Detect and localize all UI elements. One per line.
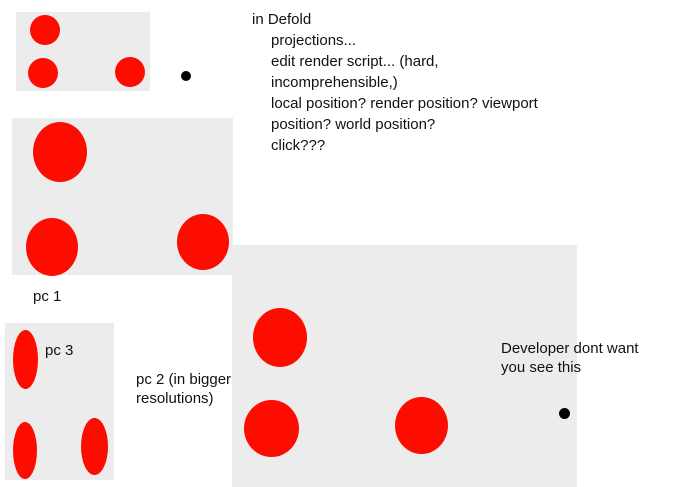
note-list: projections... edit render script... (ha… xyxy=(252,30,672,156)
note-line-projections: projections... xyxy=(271,32,357,49)
note-title: in Defold xyxy=(252,11,312,28)
label-pc2-line1: pc 2 (in bigger xyxy=(136,371,232,388)
label-pc1: pc 1 xyxy=(33,288,62,305)
marker-main-1 xyxy=(33,122,87,182)
marker-pc2-1 xyxy=(253,308,307,367)
label-developer-line1: Developer dont want xyxy=(501,340,639,357)
defold-note: in Defold projections... edit render scr… xyxy=(252,9,672,156)
cursor-dot-bottom xyxy=(559,408,570,419)
note-line-edit-render-script: edit render script... (hard, xyxy=(271,53,439,70)
note-line-world-position: position? world position? xyxy=(271,116,436,133)
label-pc3: pc 3 xyxy=(45,342,74,359)
label-developer-line2: you see this xyxy=(501,359,582,376)
note-line-click: click??? xyxy=(271,137,326,154)
marker-top-2 xyxy=(28,58,58,88)
note-line-local-position: local position? render position? viewpor… xyxy=(271,95,538,112)
marker-main-2 xyxy=(26,218,78,276)
marker-top-1 xyxy=(30,15,60,45)
marker-pc3-2 xyxy=(13,422,37,479)
marker-main-3 xyxy=(177,214,229,270)
cursor-dot-top xyxy=(181,71,191,81)
label-pc2-line2: resolutions) xyxy=(136,390,214,407)
marker-top-3 xyxy=(115,57,145,87)
marker-pc3-1 xyxy=(13,330,38,389)
marker-pc2-3 xyxy=(395,397,448,454)
marker-pc2-2 xyxy=(244,400,299,457)
note-line-incomprehensible: incomprehensible,) xyxy=(271,74,398,91)
marker-pc3-3 xyxy=(81,418,108,475)
